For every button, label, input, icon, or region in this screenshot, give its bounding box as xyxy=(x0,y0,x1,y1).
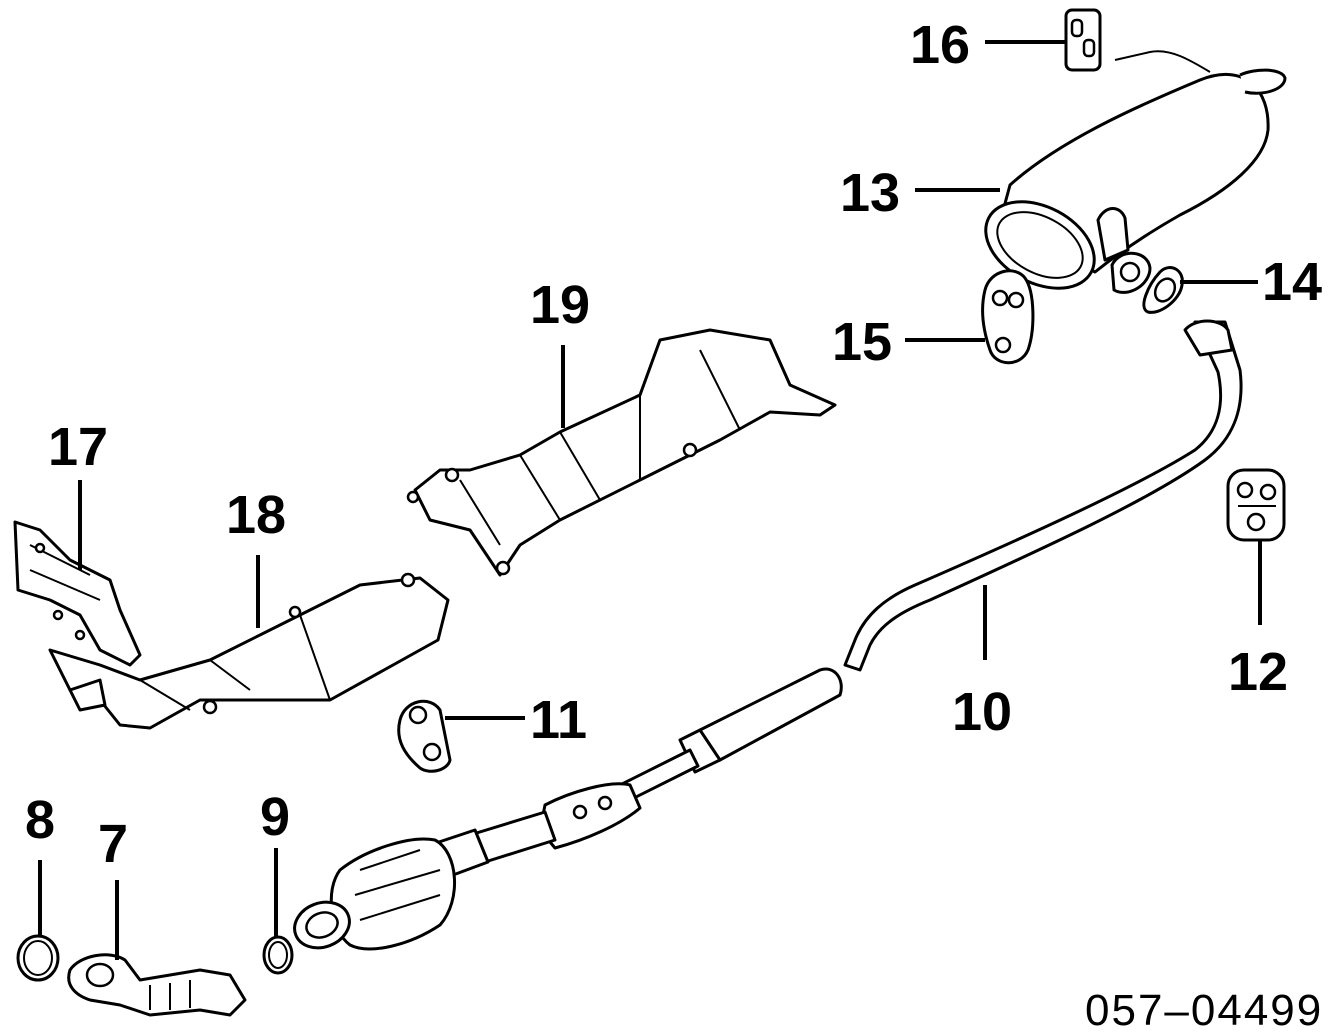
part-9-ring[interactable] xyxy=(262,935,294,975)
drawing-code: 057–04499 xyxy=(1085,986,1323,1033)
callout-8: 8 xyxy=(25,790,55,850)
callout-7: 7 xyxy=(98,814,128,874)
leader-lines xyxy=(38,40,1262,960)
callout-12: 12 xyxy=(1228,642,1288,702)
callout-15: 15 xyxy=(832,312,892,372)
part-13-rear-muffler[interactable] xyxy=(971,50,1287,306)
part-7-front-pipe[interactable] xyxy=(67,953,247,1017)
callout-18: 18 xyxy=(226,485,286,545)
part-17-bracket[interactable] xyxy=(13,520,142,667)
part-14-gasket[interactable] xyxy=(1142,266,1184,314)
callout-16: 16 xyxy=(910,15,970,75)
part-10-center-pipe[interactable] xyxy=(288,319,1243,955)
part-12-hanger[interactable] xyxy=(1226,468,1286,542)
callout-14: 14 xyxy=(1262,252,1322,312)
part-16-hanger[interactable] xyxy=(1064,8,1102,72)
callout-10: 10 xyxy=(952,682,1012,742)
callout-17: 17 xyxy=(48,417,108,477)
callout-11: 11 xyxy=(530,690,587,750)
part-8-ring[interactable] xyxy=(16,934,60,982)
callout-labels: 16 13 14 15 19 17 18 12 10 11 8 7 9 xyxy=(25,15,1322,874)
callout-13: 13 xyxy=(840,163,900,223)
part-18-front-shield[interactable] xyxy=(48,572,450,730)
part-15-hanger[interactable] xyxy=(981,269,1035,365)
part-19-heat-shield[interactable] xyxy=(406,328,837,577)
part-11-hanger[interactable] xyxy=(397,699,452,773)
callout-9: 9 xyxy=(260,787,290,847)
callout-19: 19 xyxy=(530,275,590,335)
